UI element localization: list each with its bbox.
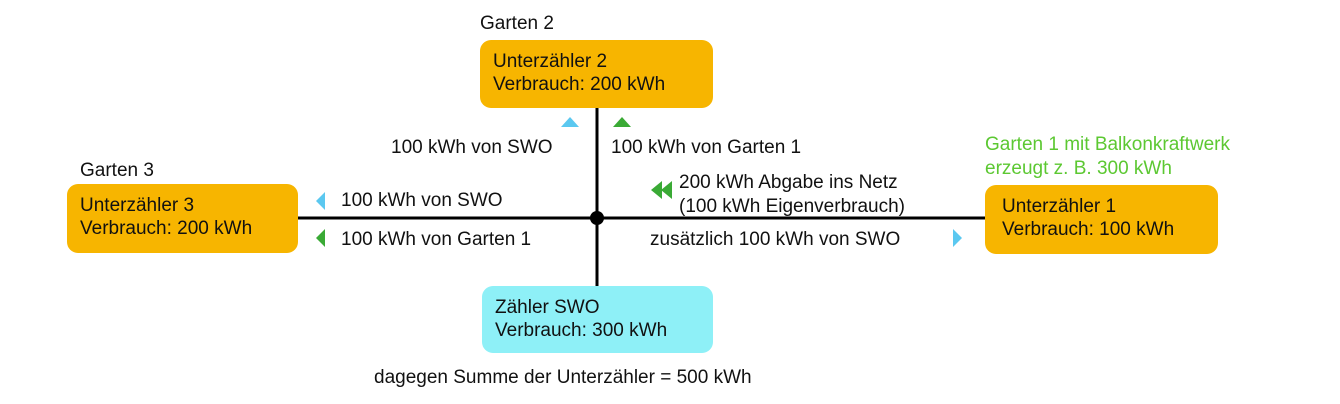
summary-footer: dagegen Summe der Unterzähler = 500 kWh xyxy=(374,367,752,388)
arrow-up-swo-icon xyxy=(561,117,579,127)
flow-left-swo-label: 100 kWh von SWO xyxy=(341,190,503,211)
unterzaehler-2-box: Unterzähler 2 Verbrauch: 200 kWh xyxy=(480,40,713,108)
zaehler-swo-box: Zähler SWO Verbrauch: 300 kWh xyxy=(482,286,713,353)
unterzaehler-3-title: Unterzähler 3 xyxy=(80,195,195,216)
unterzaehler-2-consumption: Verbrauch: 200 kWh xyxy=(493,74,666,95)
zaehler-swo-consumption: Verbrauch: 300 kWh xyxy=(495,320,668,341)
garten2-caption: Garten 2 xyxy=(480,13,554,34)
unterzaehler-3-consumption: Verbrauch: 200 kWh xyxy=(80,218,253,239)
zaehler-swo-title: Zähler SWO xyxy=(495,297,600,318)
flow-left-garten1-label: 100 kWh von Garten 1 xyxy=(341,229,532,250)
flow-zusaetzlich-label: zusätzlich 100 kWh von SWO xyxy=(650,229,901,250)
garten1-caption-line2: erzeugt z. B. 300 kWh xyxy=(985,158,1172,179)
junction-node xyxy=(590,211,604,225)
arrow-up-garten1-icon xyxy=(613,117,631,127)
unterzaehler-2-title: Unterzähler 2 xyxy=(493,51,608,72)
arrow-left-garten1-icon xyxy=(316,229,325,247)
arrow-left-swo-icon xyxy=(316,192,325,210)
unterzaehler-1-title: Unterzähler 1 xyxy=(1002,196,1117,217)
unterzaehler-3-box: Unterzähler 3 Verbrauch: 200 kWh xyxy=(67,184,298,253)
flow-up-garten1-label: 100 kWh von Garten 1 xyxy=(611,137,802,158)
flow-abgabe-line1-label: 200 kWh Abgabe ins Netz xyxy=(679,172,898,193)
unterzaehler-1-box: Unterzähler 1 Verbrauch: 100 kWh xyxy=(985,185,1218,254)
garten3-caption: Garten 3 xyxy=(80,160,154,181)
double-arrow-left-1-icon xyxy=(651,181,662,199)
double-arrow-left-2-icon xyxy=(661,181,672,199)
flow-up-swo-label: 100 kWh von SWO xyxy=(391,137,553,158)
garten1-caption-line1: Garten 1 mit Balkonkraftwerk xyxy=(985,134,1230,155)
arrow-right-swo-icon xyxy=(953,229,962,247)
flow-abgabe-line2-label: (100 kWh Eigenverbrauch) xyxy=(679,196,905,217)
unterzaehler-1-consumption: Verbrauch: 100 kWh xyxy=(1002,219,1175,240)
